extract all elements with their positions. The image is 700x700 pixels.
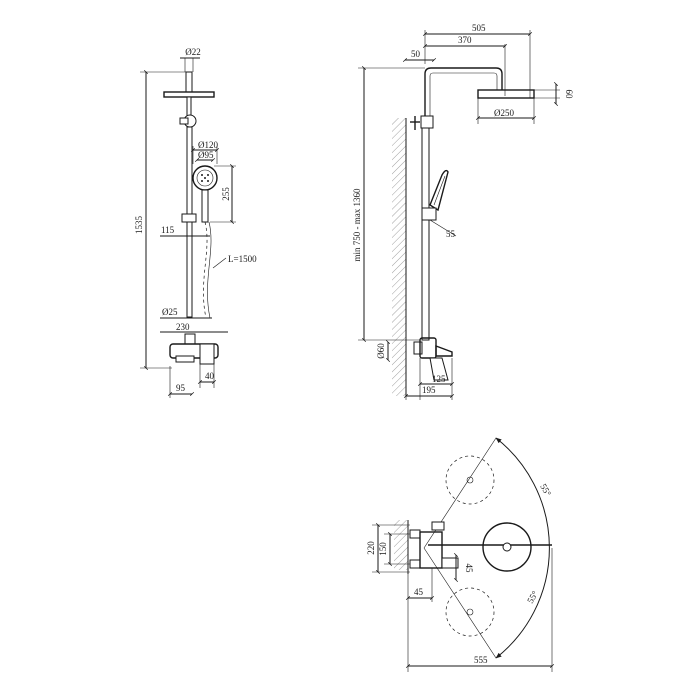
connector-lower [409,559,421,569]
wall-hatch [392,118,406,396]
dim-head-thickness: 60 [564,90,574,100]
handshower-face [433,175,446,206]
dim-connector-dia: Ø60 [376,343,386,359]
dim-spout-offset: 95 [176,383,186,393]
handshower-holder [181,213,197,223]
spray-dot [207,180,209,182]
dim-spout-length: 125 [432,374,446,384]
shower-head [477,89,535,99]
dim-rail-dia: Ø25 [162,307,178,317]
spray-dot [204,177,206,179]
dim-holder-offset: 115 [161,225,175,235]
handshower-handle [201,189,209,223]
dim-height-total: 1535 [134,216,144,235]
riser-top [185,71,193,93]
handshower-face [196,169,214,187]
dim-head-dia: Ø250 [494,108,514,118]
head-position-upper [445,455,495,505]
head-hub [502,542,512,552]
connector-upper [409,529,421,539]
dim-connection-spacing: 150 [378,542,388,556]
radius-line [423,547,497,659]
diverter-body [420,115,434,129]
dim-wall-offset: 50 [411,49,421,59]
shower-head [482,522,532,572]
dim-height-range: min 750 - max 1360 [352,188,362,261]
dim-handshower-inner: Ø95 [198,150,214,160]
dim-overall-reach: 505 [472,23,486,33]
mixer-body [419,531,443,569]
dim-total-reach: 555 [474,655,488,665]
dim-handshower-height: 255 [221,187,231,201]
dim-wall-offset: 45 [414,587,424,597]
hose [203,221,208,319]
dim-arm-length: 370 [458,35,472,45]
leader-line [429,219,457,237]
head-position-lower [445,587,495,637]
spray-dot [201,180,203,182]
dim-hose-length: L=1500 [228,254,257,264]
mixer-connector [184,333,196,345]
dim-holder-angle: 55 [446,229,456,239]
front-view: 1535 Ø22 Ø120 Ø95 255 [134,47,257,398]
wall-connector [413,341,423,355]
shower-arm [424,67,503,116]
leader-line [212,257,227,269]
spout [435,344,453,357]
dim-swivel-upper: 55° [538,482,553,498]
swivel-arc [495,437,550,659]
dim-mixer-projection: 195 [422,385,436,395]
head-center-lower [466,608,474,616]
top-view: 55° 55° 220 150 45 45 [366,437,555,672]
handshower [429,169,449,212]
diverter-lever [179,117,189,125]
hose [207,221,212,319]
shower-arm-inner [429,72,498,116]
shower-head [163,91,215,98]
spray-dot [201,174,203,176]
dim-handshower-outer: Ø120 [198,140,218,150]
mixer-handle [199,343,215,365]
spray-dot [207,174,209,176]
dim-mixer-width: 230 [176,322,190,332]
wall-hatch [394,520,408,570]
dim-pipe-dia: Ø22 [185,47,201,57]
side-view: 505 370 50 60 Ø250 55 min 750 [352,23,574,400]
riser-pipe [421,127,430,341]
mixer-handle [429,357,449,381]
spout [175,355,195,363]
dim-connection-span: 220 [366,541,376,555]
dim-mixer-depth: 40 [205,371,215,381]
head-center-upper [466,476,474,484]
dim-spout-offset: 45 [464,564,474,574]
mixer-top [431,521,445,531]
handshower-holder [421,207,437,221]
